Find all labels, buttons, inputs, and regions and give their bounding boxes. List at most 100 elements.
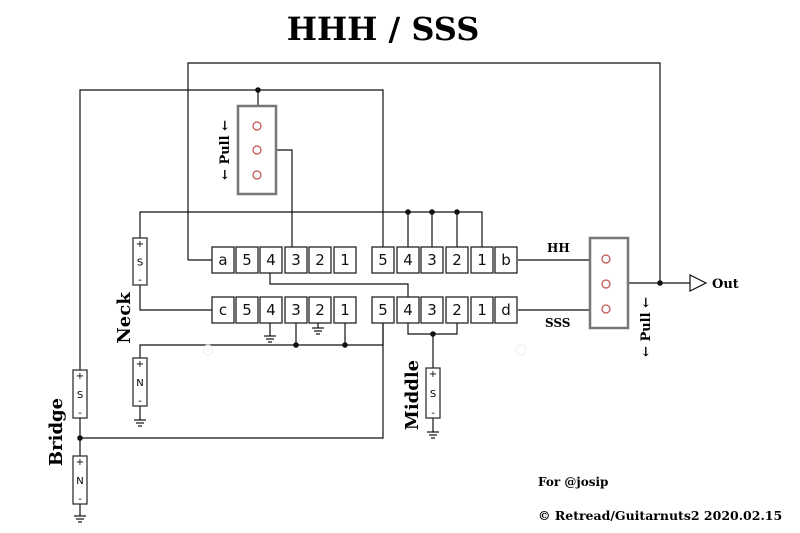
switch-terminal: a bbox=[211, 246, 235, 274]
copyright-text: © Retread/Guitarnuts2 2020.02.15 bbox=[538, 508, 782, 523]
switch-terminal-label: b bbox=[501, 251, 511, 269]
decorative-circle bbox=[515, 344, 527, 356]
ground-icon bbox=[312, 327, 324, 335]
switch-terminal: 2 bbox=[445, 246, 469, 274]
junction-dot bbox=[255, 87, 261, 93]
pot-lug bbox=[601, 279, 611, 289]
wire-bridge-bottom bbox=[79, 322, 384, 439]
switch-terminal: 5 bbox=[235, 246, 259, 274]
minus-mark: - bbox=[78, 408, 82, 419]
plus-mark: + bbox=[76, 457, 84, 468]
top-pull-label: ← Pull ← bbox=[218, 120, 233, 180]
coil-letter: S bbox=[430, 389, 436, 400]
switch-terminal-label: 4 bbox=[403, 251, 413, 269]
diagram-title: HHH / SSS bbox=[287, 10, 480, 48]
switch-terminal-label: 4 bbox=[266, 301, 276, 319]
decorative-circle bbox=[202, 344, 214, 356]
coil-letter: S bbox=[137, 258, 143, 269]
switch-terminal-label: 1 bbox=[340, 251, 350, 269]
switch-terminal-label: 3 bbox=[427, 301, 437, 319]
minus-mark: - bbox=[78, 494, 82, 505]
switch-terminal-label: 2 bbox=[452, 251, 462, 269]
junction-dot bbox=[657, 280, 663, 286]
right-pull-label: ← Pull ← bbox=[639, 297, 654, 357]
pickup-coils: +S-+N-+S-+S-+N- bbox=[72, 237, 441, 505]
switch-terminal: 2 bbox=[445, 296, 469, 324]
switch-terminal-label: 4 bbox=[403, 301, 413, 319]
switch-terminal: 4 bbox=[396, 246, 420, 274]
coil-letter: N bbox=[136, 378, 143, 389]
switch-terminal: 1 bbox=[470, 246, 494, 274]
switch-terminal-label: 5 bbox=[242, 251, 252, 269]
top-pull-pot: ← Pull ← bbox=[218, 104, 278, 196]
switch-terminal-label: 4 bbox=[266, 251, 276, 269]
switch-terminal: 1 bbox=[470, 296, 494, 324]
switch-terminal-label: 3 bbox=[291, 301, 301, 319]
ground-icon bbox=[264, 335, 276, 343]
switch-terminal: 4 bbox=[259, 296, 283, 324]
switch-terminal-label: a bbox=[218, 251, 227, 269]
switch-terminal-label: 2 bbox=[452, 301, 462, 319]
switch-terminal-label: 3 bbox=[427, 251, 437, 269]
junction-dot bbox=[454, 209, 460, 215]
pot-lug bbox=[252, 145, 262, 155]
wire-bridge-top bbox=[79, 89, 384, 370]
pot-lug bbox=[252, 170, 262, 180]
switch-terminal-label: 5 bbox=[242, 301, 252, 319]
switch-terminal-label: 5 bbox=[378, 301, 388, 319]
ground-icon bbox=[134, 419, 146, 427]
pot-lug bbox=[601, 304, 611, 314]
plus-mark: + bbox=[136, 359, 144, 370]
switch-terminal: 5 bbox=[371, 296, 395, 324]
wire-neck-n-bus bbox=[139, 322, 384, 358]
junction-dot bbox=[293, 342, 299, 348]
wires bbox=[79, 62, 690, 516]
bridge-label: Bridge bbox=[46, 398, 67, 466]
switch-terminal: 3 bbox=[284, 296, 308, 324]
ground-icon bbox=[74, 515, 86, 523]
neck-south-coil: +S- bbox=[132, 237, 148, 286]
coil-letter: N bbox=[76, 476, 83, 487]
bridge-south-coil: + S - bbox=[72, 369, 88, 419]
hh-label: HH bbox=[547, 241, 570, 255]
pot-lug bbox=[601, 254, 611, 264]
switch-terminal: 2 bbox=[308, 296, 332, 324]
bridge-north-coil: + N - bbox=[72, 455, 88, 505]
switch-terminal: 4 bbox=[259, 246, 283, 274]
switch-terminal: 3 bbox=[420, 246, 444, 274]
switch-terminal: 1 bbox=[333, 296, 357, 324]
switch-terminal: 2 bbox=[308, 246, 332, 274]
plus-mark: + bbox=[76, 371, 84, 382]
junctions bbox=[77, 87, 663, 441]
junction-dot bbox=[342, 342, 348, 348]
switch-terminal: c bbox=[211, 296, 235, 324]
switch-terminal-label: c bbox=[219, 301, 227, 319]
switch-terminal: 1 bbox=[333, 246, 357, 274]
for-text: For @josip bbox=[538, 475, 608, 489]
ground-icon bbox=[427, 431, 439, 439]
coil-letter: S bbox=[77, 390, 83, 401]
junction-dot bbox=[405, 209, 411, 215]
switch-terminal-label: 1 bbox=[340, 301, 350, 319]
middle-label: Middle bbox=[402, 360, 423, 430]
junction-dot bbox=[429, 209, 435, 215]
neck-label: Neck bbox=[114, 292, 135, 344]
middle-south-coil: + S - bbox=[425, 367, 441, 419]
switch-terminal: 5 bbox=[371, 246, 395, 274]
plus-mark: + bbox=[429, 369, 437, 380]
ground-symbols bbox=[74, 327, 439, 523]
minus-mark: - bbox=[138, 275, 142, 286]
minus-mark: - bbox=[431, 408, 435, 419]
pot-lug bbox=[252, 121, 262, 131]
wire-a-to-out bbox=[187, 62, 661, 283]
switch-terminal-label: 3 bbox=[291, 251, 301, 269]
switch-terminal: b bbox=[494, 246, 518, 274]
switch-terminal: 3 bbox=[284, 246, 308, 274]
wire-cross-4 bbox=[269, 273, 409, 298]
switch-terminal: 3 bbox=[420, 296, 444, 324]
junction-dot bbox=[77, 435, 83, 441]
switch-terminal-label: 2 bbox=[315, 251, 325, 269]
